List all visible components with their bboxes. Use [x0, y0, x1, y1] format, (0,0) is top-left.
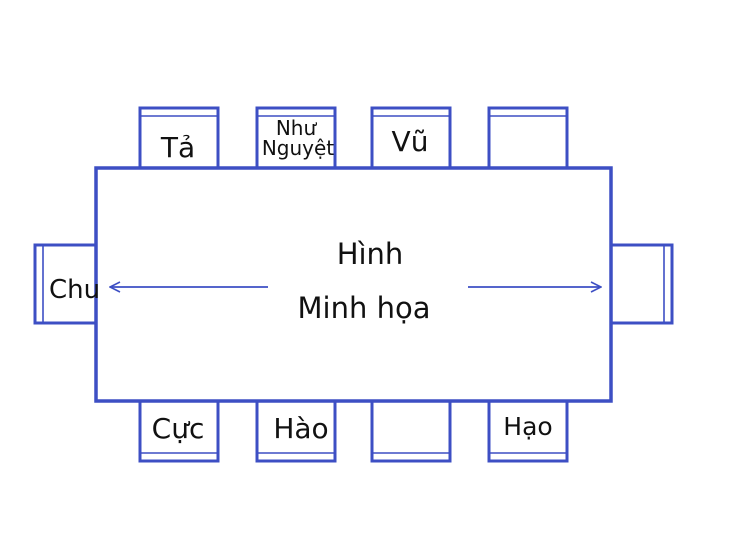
top-chair-1 [138, 106, 220, 170]
seat-label-top-1: Tả [160, 131, 195, 164]
top-chair-2 [255, 106, 337, 170]
seat-label-top-2-line1: Như [276, 116, 318, 140]
bottom-chair-1 [138, 399, 220, 463]
table [94, 166, 613, 403]
seat-label-left: Chu [49, 275, 100, 305]
top-chair-4 [487, 106, 569, 170]
seat-label-top-2-line2: Nguyệt [262, 136, 334, 160]
seat-label-bottom-1: Cực [152, 412, 205, 445]
right-chair [608, 243, 674, 325]
seat-label-top-3: Vũ [392, 125, 429, 158]
top-chair-3 [370, 106, 452, 170]
seat-label-bottom-4: Hạo [503, 412, 552, 441]
bottom-chair-4 [487, 399, 569, 463]
table-title-line2: Minh họa [298, 291, 431, 325]
bottom-chair-3 [370, 399, 452, 463]
table-title-line1: Hình [337, 237, 404, 271]
seat-label-bottom-2: Hào [273, 412, 328, 445]
left-chair [33, 243, 99, 325]
